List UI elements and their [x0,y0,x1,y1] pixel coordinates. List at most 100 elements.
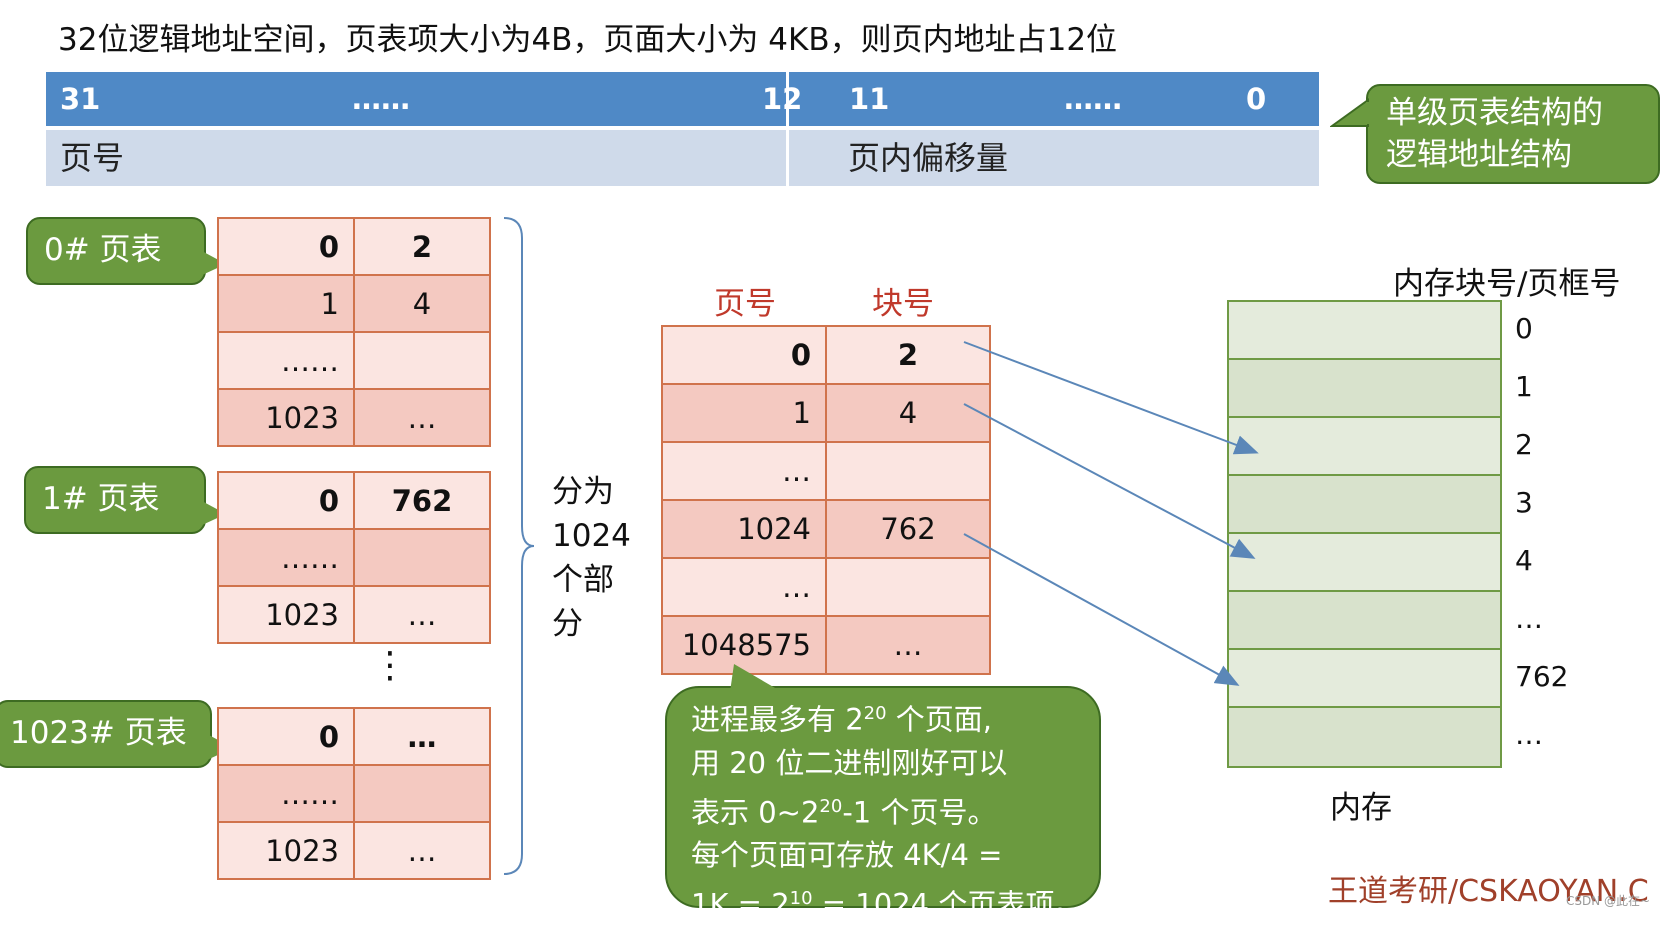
table-cell: 1 [661,383,827,443]
table-cell: … [353,821,491,880]
table-row: 1048575 … [661,615,991,675]
page-title: 32位逻辑地址空间，页表项大小为4B，页面大小为 4KB，则页内地址占12位 [58,22,1118,58]
structure-callout-line2: 逻辑地址结构 [1386,137,1572,173]
table-cell: 0 [661,325,827,385]
table-cell: … [353,585,491,644]
table-row: …… [217,331,491,390]
frame-label: 762 [1515,660,1569,693]
bit-11-label: 11 [849,82,890,116]
memory-frame [1229,534,1500,592]
note-line4: 每个页面可存放 4K/4 = [691,838,1003,873]
table-cell [353,331,491,390]
memory-frame [1229,708,1500,766]
table-cell: 1023 [217,388,355,447]
table1-label-callout: 1# 页表 [24,466,206,534]
split-label-line: 分为 [552,474,614,510]
split-label-line: 个部 [552,562,614,598]
memory-frame [1229,650,1500,708]
frame-label: 0 [1515,312,1533,345]
note-line3: 表示 0~220-1 个页号。 [691,785,1099,835]
bit-12-label: 12 [762,82,803,116]
table1-callout-tail [200,500,226,526]
field-divider [786,72,789,188]
note-text: = 1024 个页表项。 [812,887,1084,922]
watermark-logo: 王道考研/CSKAOYAN.C [1328,874,1649,909]
table-cell: 0 [217,471,355,530]
table-cell: … [353,707,491,766]
table-cell: 4 [353,274,491,333]
note-callout-tail [730,664,782,692]
vertical-ellipsis: ⋮ [372,645,408,686]
field-bar: 页号 页内偏移量 [46,130,1319,186]
bit-ellipsis-right: …… [1064,82,1122,116]
table-row: 1 4 [661,383,991,443]
table-cell: 1 [217,274,355,333]
structure-callout-line1: 单级页表结构的 [1386,95,1603,131]
frame-label: 3 [1515,486,1533,519]
table-row: 1023 … [217,821,491,880]
header-page-number: 页号 [714,286,776,322]
table-cell: 1023 [217,585,355,644]
table-cell: … [661,557,827,617]
table-cell [353,528,491,587]
arrow-page1024-frame762 [963,533,1240,686]
note-sup: 20 [819,795,843,817]
table-row: 0 2 [217,217,491,276]
page-table-1023: 0 … …… 1023 … [217,707,491,880]
table-cell: 1024 [661,499,827,559]
table-cell: …… [217,528,355,587]
table-row: 1023 … [217,585,491,644]
table-cell: 1048575 [661,615,827,675]
credit-text: CSDN @此在~ [1566,894,1651,908]
memory-header: 内存块号/页框号 [1393,266,1621,302]
frame-label: 2 [1515,428,1533,461]
table-cell: 762 [353,471,491,530]
table1-label: 1# 页表 [42,481,160,517]
memory-frame [1229,418,1500,476]
note-text: 进程最多有 2 [691,702,864,737]
page-table-1: 0 762 …… 1023 … [217,471,491,644]
arrow-page0-frame2 [963,341,1259,455]
table-row: 1024 762 [661,499,991,559]
note-line5: 1K = 210 = 1024 个页表项。 [691,877,1099,927]
table-cell: …… [217,764,355,823]
table-cell [353,764,491,823]
table-cell: … [353,388,491,447]
memory-frame [1229,592,1500,650]
note-sup: 20 [863,703,887,724]
page-number-field: 页号 [60,139,125,177]
memory-frame [1229,476,1500,534]
note-sup: 10 [789,888,813,910]
note-line1: 进程最多有 220 个页面, [691,692,1099,742]
table-row: 1023 … [217,388,491,447]
table1023-label: 1023# 页表 [10,715,187,751]
table1023-label-callout: 1023# 页表 [0,700,212,768]
arrow-page1-frame4 [963,403,1256,559]
table-row: … [661,441,991,501]
table-cell: 1023 [217,821,355,880]
frame-label: … [1515,602,1543,635]
table-cell: … [661,441,827,501]
table-cell: 2 [825,325,991,385]
table-cell: … [825,615,991,675]
split-label: 分为 1024 个部 分 [552,470,631,646]
structure-callout: 单级页表结构的 逻辑地址结构 [1366,84,1660,184]
bit-0-label: 0 [1246,82,1267,116]
table-row: … [661,557,991,617]
memory-frame [1229,302,1500,360]
frame-label: 1 [1515,370,1533,403]
structure-callout-tail [1330,98,1370,127]
table-row: 0 762 [217,471,491,530]
table-cell: 762 [825,499,991,559]
memory-caption: 内存 [1330,790,1392,826]
bit-ellipsis-left: …… [352,82,410,116]
table0-callout-tail [200,250,226,276]
note-text: -1 个页号。 [842,795,997,830]
table-cell: …… [217,331,355,390]
table-row: …… [217,764,491,823]
memory-frame [1229,360,1500,418]
bit-31-label: 31 [60,82,101,116]
grouping-brace [503,217,535,875]
table-cell [825,557,991,617]
table0-label: 0# 页表 [44,232,162,268]
